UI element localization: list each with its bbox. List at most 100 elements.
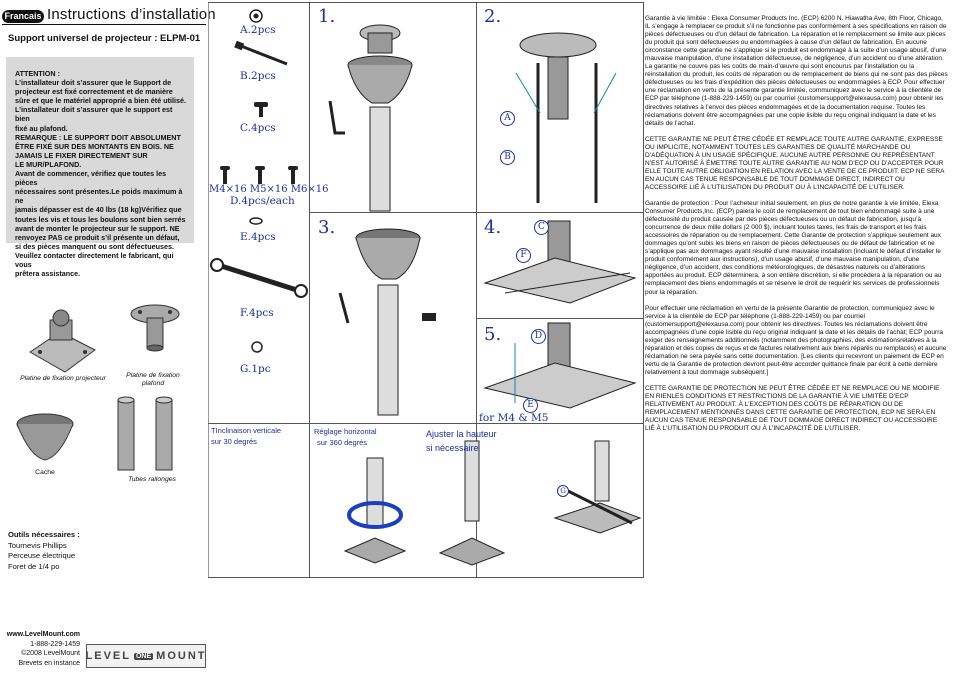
attention-line: fixé au plafond.	[15, 123, 68, 133]
wrench-icon	[210, 258, 308, 298]
installation-diagrams	[328, 24, 642, 566]
attention-line: si des pièces manquent ou sont défectueu…	[15, 241, 174, 251]
hardware-b: B.2pcs	[240, 70, 276, 82]
warranty-text: Garantie à vie limitée : Elexa Consumer …	[645, 15, 948, 441]
language-badge: Francais	[2, 10, 44, 23]
tool-item: Foret de 1/4 po	[8, 561, 60, 571]
height-diagram	[438, 440, 506, 566]
step-number: 1.	[318, 6, 336, 27]
step-number: 5.	[484, 324, 502, 345]
attention-line: nécessaires sont présentes.Le poids maxi…	[15, 187, 183, 206]
attention-line: prêtera assistance.	[15, 269, 81, 279]
swivel-note-2: sur 360 degrés	[317, 438, 368, 447]
cover-icon	[16, 413, 74, 461]
tilt-note-1: TInclinaison verticale	[211, 426, 282, 435]
extension-tubes-icon	[117, 396, 173, 471]
tools-section: Outils nécessaires : Tournevis Phillips …	[8, 530, 80, 572]
step3-diagram	[338, 228, 436, 416]
attention-line: L’installateur doit s’assurer que le Sup…	[15, 78, 172, 88]
tools-heading: Outils nécessaires :	[8, 530, 80, 539]
step2-diagram	[515, 32, 617, 203]
protection-warranty: Garantie de protection : Pour l’acheteur…	[645, 199, 942, 296]
attention-box: ATTENTION : L’installateur doit s’assure…	[6, 57, 194, 278]
final-adjust-diagram	[553, 440, 642, 534]
footer-phone: 1-888-229-1459	[30, 640, 80, 648]
callout-b: B	[500, 150, 515, 165]
callout-a: A	[500, 111, 515, 126]
step5-diagram	[483, 322, 637, 409]
footer-copyright: ©2008 LevelMount	[21, 650, 80, 658]
step1-diagram	[328, 24, 413, 212]
limited-warranty: Garantie à vie limitée : Elexa Consumer …	[645, 15, 948, 127]
callout-d: D	[531, 329, 546, 344]
step4-diagram	[483, 220, 637, 304]
attention-line: ÊTRE FIXÉ SUR DES MONTANTS EN BOIS. NE	[15, 141, 174, 151]
tilt-note-2: sur 30 degrés	[211, 437, 257, 446]
hardware-icons	[210, 9, 308, 353]
attention-line: L’installateur doit s’assurer que le sup…	[15, 105, 173, 124]
step-number: 4.	[484, 217, 502, 238]
limited-warranty-caps: CETTE GARANTIE NE PEUT ÊTRE CÉDÉE ET REM…	[645, 135, 945, 191]
title-divider	[2, 24, 206, 25]
attention-line: avant de monter le projecteur sur le sup…	[15, 223, 180, 233]
logo-text: LEVEL	[85, 650, 131, 662]
callout-g: G	[557, 485, 569, 497]
step-number: 2.	[484, 6, 502, 27]
grid-line	[309, 212, 644, 213]
swivel-note-1: Réglage horizontal	[314, 427, 377, 436]
for-m4-m5-label: for M4 & M5	[479, 412, 549, 424]
swivel-diagram	[343, 457, 407, 564]
hardware-g: G.1pc	[240, 363, 271, 375]
hardware-d-sizes: M4×16 M5×16 M6×16	[209, 184, 329, 195]
grid-line	[208, 423, 644, 424]
attention-line: LE MUR/PLAFOND.	[15, 159, 82, 169]
product-subtitle: Support universel de projecteur : ELPM-0…	[8, 33, 201, 44]
attention-line: Avant de commencer, vérifiez que toutes …	[15, 169, 167, 188]
screw-set-icon	[220, 166, 298, 184]
grid-line	[476, 318, 644, 319]
footer-patent: Brevets en instance	[18, 659, 80, 667]
nut-icon	[249, 9, 263, 23]
hardware-f: F.4pcs	[240, 307, 274, 319]
logo-text: ONE	[133, 652, 154, 660]
hardware-d: D.4pcs/each	[230, 195, 295, 207]
attention-line: jamais dépasser est de 40 lbs (18 kg)Vér…	[15, 205, 182, 215]
grid-line	[309, 2, 310, 577]
attention-line: REMARQUE : LE SUPPORT DOIT ABSOLUMENT	[15, 132, 181, 142]
cover-label: Cache	[35, 469, 55, 476]
grid-line	[643, 2, 644, 577]
ceiling-plate-label-2: plafond	[141, 380, 165, 387]
lock-washer-icon	[251, 341, 263, 353]
grid-line	[208, 577, 644, 578]
ceiling-plate-icon	[130, 304, 180, 352]
tool-item: Tournevis Phillips	[8, 540, 67, 550]
height-note-1: Ajuster la hauteur	[426, 429, 497, 439]
ceiling-plate-label-1: Platine de fixation	[126, 372, 180, 379]
long-bolt-icon	[234, 40, 288, 66]
attention-line: renvoyez PAS ce produit s’il présente un…	[15, 232, 180, 242]
logo-text: MOUNT	[156, 650, 207, 662]
hardware-a: A.2pcs	[240, 24, 276, 36]
mount-plate-label: Platine de fixation projecteur	[20, 375, 106, 382]
mount-plate-icon	[29, 309, 96, 373]
callout-f: F	[516, 248, 531, 263]
attention-line: toutes les vis et tous les boulons sont …	[15, 214, 186, 224]
attention-line: ATTENTION :	[15, 69, 60, 78]
grid-line	[476, 2, 477, 577]
grid-line	[208, 2, 644, 3]
short-screw-icon	[254, 102, 268, 117]
footer-contact: www.LevelMount.com 1-888-229-1459 ©2008 …	[2, 630, 80, 668]
attention-line: Veuillez contacter directement le fabric…	[15, 250, 174, 269]
attention-line: JAMAIS LE FIXER DIRECTEMENT SUR	[15, 150, 148, 160]
protection-claim: Pour effectuer une réclamation en vertu …	[645, 304, 947, 376]
callout-e: E	[523, 398, 538, 413]
height-note-2: si nécessaire	[426, 443, 479, 453]
parts-illustration	[16, 304, 180, 471]
callout-c: C	[534, 220, 549, 235]
washer-icon	[249, 217, 263, 225]
tool-item: Perceuse électrique	[8, 551, 76, 560]
protection-warranty-caps: CETTE GARANTIE DE PROTECTION NE PEUT ÊTR…	[645, 384, 940, 433]
website-link[interactable]: www.LevelMount.com	[6, 631, 80, 638]
levelmount-logo: LEVEL ONE MOUNT	[86, 644, 206, 668]
hardware-e: E.4pcs	[240, 231, 276, 243]
